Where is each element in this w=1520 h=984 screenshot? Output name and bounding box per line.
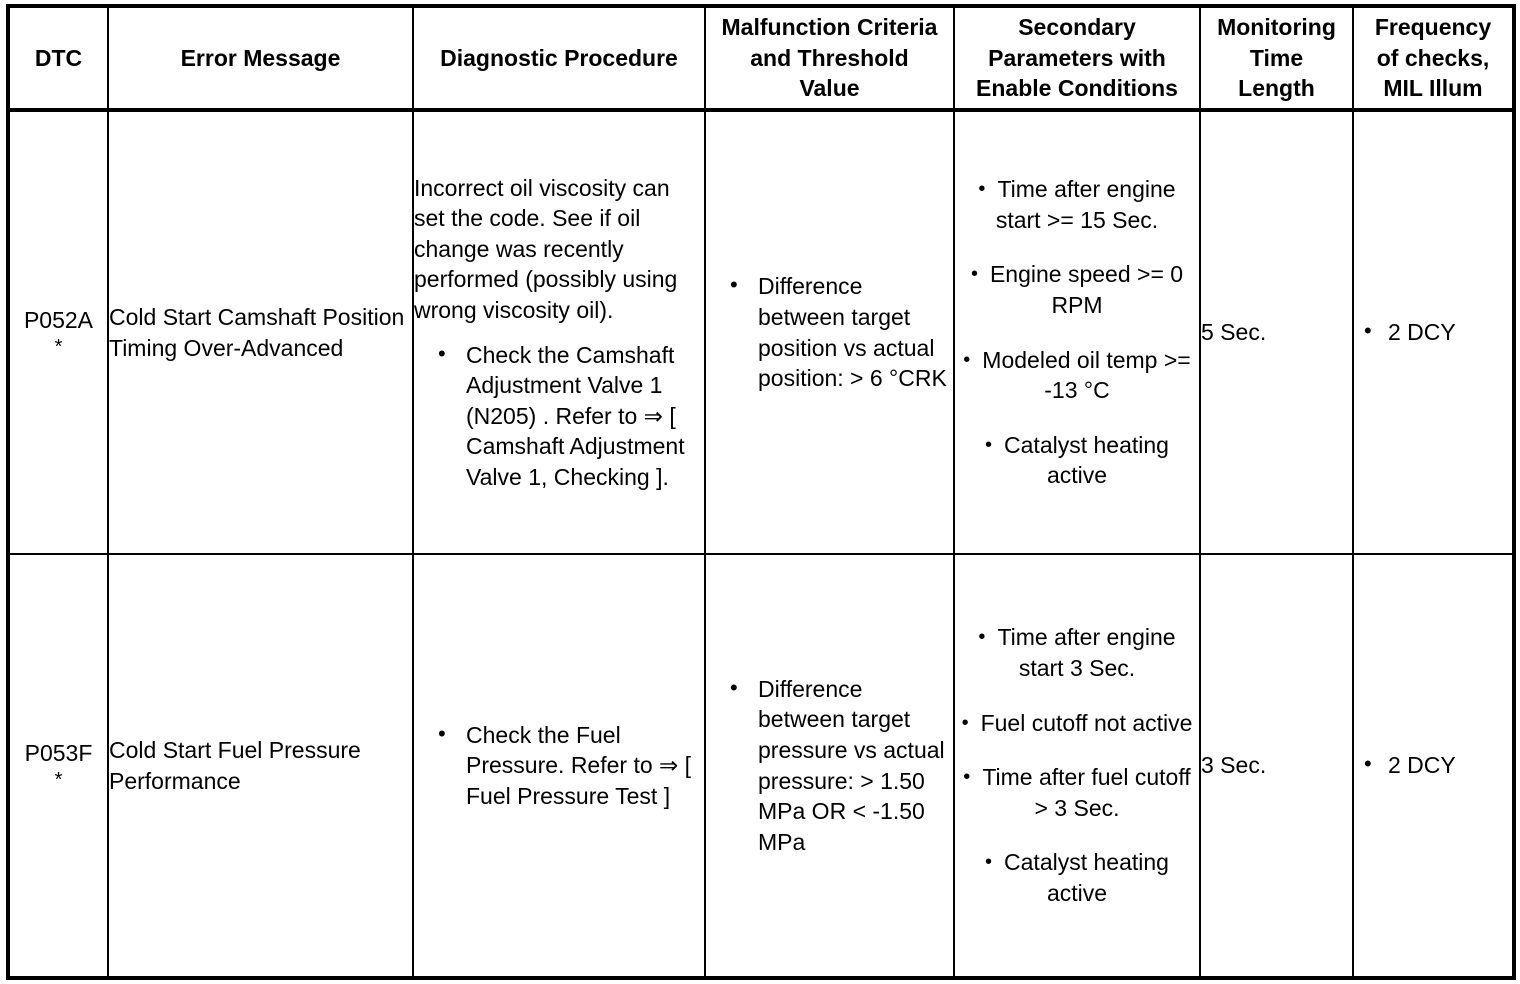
column-header-frequency-mil: Frequency of checks, MIL Illum (1352, 6, 1515, 112)
table-body: P052A * Cold Start Camshaft Position Tim… (7, 110, 1515, 978)
list-item-label: Time after engine start 3 Sec. (997, 624, 1176, 682)
bullet-icon: • (961, 711, 969, 734)
frequency-bullet-list: 2 DCY (1354, 749, 1512, 781)
list-item: 2 DCY (1354, 749, 1512, 781)
list-item: Check the Fuel Pressure. Refer to ⇒ [ Fu… (414, 719, 704, 812)
monitoring-time-value: 5 Sec. (1201, 319, 1267, 346)
diagnostic-intro-text: Incorrect oil viscosity can set the code… (414, 174, 678, 323)
header-line: DTC (34, 44, 83, 71)
list-item-label: Time after engine start >= 15 Sec. (995, 176, 1176, 233)
monitoring-time-value: 3 Sec. (1201, 752, 1267, 779)
list-item-label: Modeled oil temp >= -13 °C (982, 346, 1191, 404)
list-item: Check the Camshaft Adjustment Valve 1 (N… (414, 339, 704, 493)
cell-dtc: P052A * (7, 110, 109, 554)
column-header-dtc: DTC (7, 6, 109, 112)
table-row: P052A * Cold Start Camshaft Position Tim… (7, 110, 1515, 554)
frequency-bullet-list: 2 DCY (1354, 316, 1512, 348)
list-item: Difference between target position vs ac… (706, 270, 953, 393)
cell-error-message: Cold Start Fuel Pressure Performance (107, 553, 414, 978)
dtc-code: P053F (24, 740, 93, 767)
list-item: • Time after engine start 3 Sec. (955, 622, 1199, 683)
column-header-diagnostic-procedure: Diagnostic Procedure (412, 6, 706, 112)
list-item: 2 DCY (1354, 316, 1512, 348)
header-line: Length (1238, 75, 1315, 102)
diagnostic-bullet-list: Check the Camshaft Adjustment Valve 1 (N… (414, 339, 704, 493)
list-item: • Catalyst heating active (955, 430, 1199, 491)
header-line: Value (799, 75, 860, 102)
column-header-error-message: Error Message (107, 6, 414, 112)
cell-dtc: P053F * (7, 553, 109, 978)
list-item: Difference between target pressure vs ac… (706, 673, 953, 857)
bullet-icon: • (985, 433, 993, 456)
header-line: Secondary (1018, 14, 1136, 41)
header-line: MIL Illum (1383, 75, 1483, 102)
header-line: Frequency (1374, 14, 1492, 41)
list-item: • Time after fuel cutoff > 3 Sec. (955, 762, 1199, 823)
cell-secondary-parameters: • Time after engine start >= 15 Sec. • Eng… (953, 110, 1201, 554)
bullet-icon: • (963, 766, 971, 789)
secondary-bullet-list: • Time after engine start >= 15 Sec. • Eng… (955, 174, 1199, 491)
header-line: and Threshold (750, 44, 909, 71)
header-line: Time (1249, 44, 1304, 71)
dtc-footnote-marker: * (54, 335, 63, 358)
list-item-label: Catalyst heating active (1004, 849, 1169, 906)
list-item: • Engine speed >= 0 RPM (955, 259, 1199, 320)
diagnostic-bullet-list: Check the Fuel Pressure. Refer to ⇒ [ Fu… (414, 719, 704, 812)
cell-diagnostic-procedure: Incorrect oil viscosity can set the code… (412, 110, 706, 554)
column-header-monitoring-time: Monitoring Time Length (1199, 6, 1354, 112)
list-item: • Fuel cutoff not active (955, 708, 1199, 739)
header-line: Monitoring (1217, 14, 1336, 41)
list-item: • Time after engine start >= 15 Sec. (955, 174, 1199, 235)
header-line: Malfunction Criteria (721, 14, 938, 41)
cell-diagnostic-procedure: Check the Fuel Pressure. Refer to ⇒ [ Fu… (412, 553, 706, 978)
bullet-icon: • (978, 178, 986, 201)
cell-malfunction-criteria: Difference between target position vs ac… (704, 110, 955, 554)
error-message-text: Cold Start Fuel Pressure Performance (109, 736, 361, 794)
header-row: DTC Error Message Diagnostic Procedure M… (7, 6, 1515, 112)
header-line: Parameters with (988, 44, 1166, 71)
table-header: DTC Error Message Diagnostic Procedure M… (7, 6, 1515, 112)
malfunction-bullet-list: Difference between target position vs ac… (706, 270, 953, 393)
cell-monitoring-time: 5 Sec. (1199, 110, 1354, 554)
secondary-bullet-list: • Time after engine start 3 Sec. • Fuel cu… (955, 622, 1199, 908)
header-line: of checks, (1376, 44, 1490, 71)
bullet-icon: • (970, 263, 978, 286)
cell-frequency-mil: 2 DCY (1352, 110, 1515, 554)
cell-malfunction-criteria: Difference between target pressure vs ac… (704, 553, 955, 978)
malfunction-bullet-list: Difference between target pressure vs ac… (706, 673, 953, 857)
header-line: Enable Conditions (976, 75, 1178, 102)
list-item: • Catalyst heating active (955, 847, 1199, 908)
document-page: DTC Error Message Diagnostic Procedure M… (0, 4, 1520, 984)
list-item-label: Fuel cutoff not active (980, 709, 1193, 736)
dtc-diagnostic-table: DTC Error Message Diagnostic Procedure M… (6, 4, 1516, 980)
list-item: • Modeled oil temp >= -13 °C (955, 345, 1199, 406)
bullet-icon: • (963, 348, 971, 371)
bullet-icon: • (985, 851, 993, 874)
dtc-code: P052A (23, 307, 94, 334)
header-line: Diagnostic Procedure (440, 44, 678, 71)
cell-secondary-parameters: • Time after engine start 3 Sec. • Fuel cu… (953, 553, 1201, 978)
error-message-text: Cold Start Camshaft Position Timing Over… (109, 303, 405, 361)
cell-error-message: Cold Start Camshaft Position Timing Over… (107, 110, 414, 554)
list-item-label: Time after fuel cutoff > 3 Sec. (982, 764, 1191, 821)
column-header-malfunction-criteria: Malfunction Criteria and Threshold Value (704, 6, 955, 112)
list-item-label: Engine speed >= 0 RPM (989, 261, 1184, 318)
bullet-icon: • (978, 626, 986, 649)
column-header-secondary-parameters: Secondary Parameters with Enable Conditi… (953, 6, 1201, 112)
header-line: Error Message (180, 44, 341, 71)
dtc-footnote-marker: * (54, 768, 63, 791)
cell-monitoring-time: 3 Sec. (1199, 553, 1354, 978)
cell-frequency-mil: 2 DCY (1352, 553, 1515, 978)
table-row: P053F * Cold Start Fuel Pressure Perform… (7, 553, 1515, 978)
list-item-label: Catalyst heating active (1004, 431, 1169, 489)
